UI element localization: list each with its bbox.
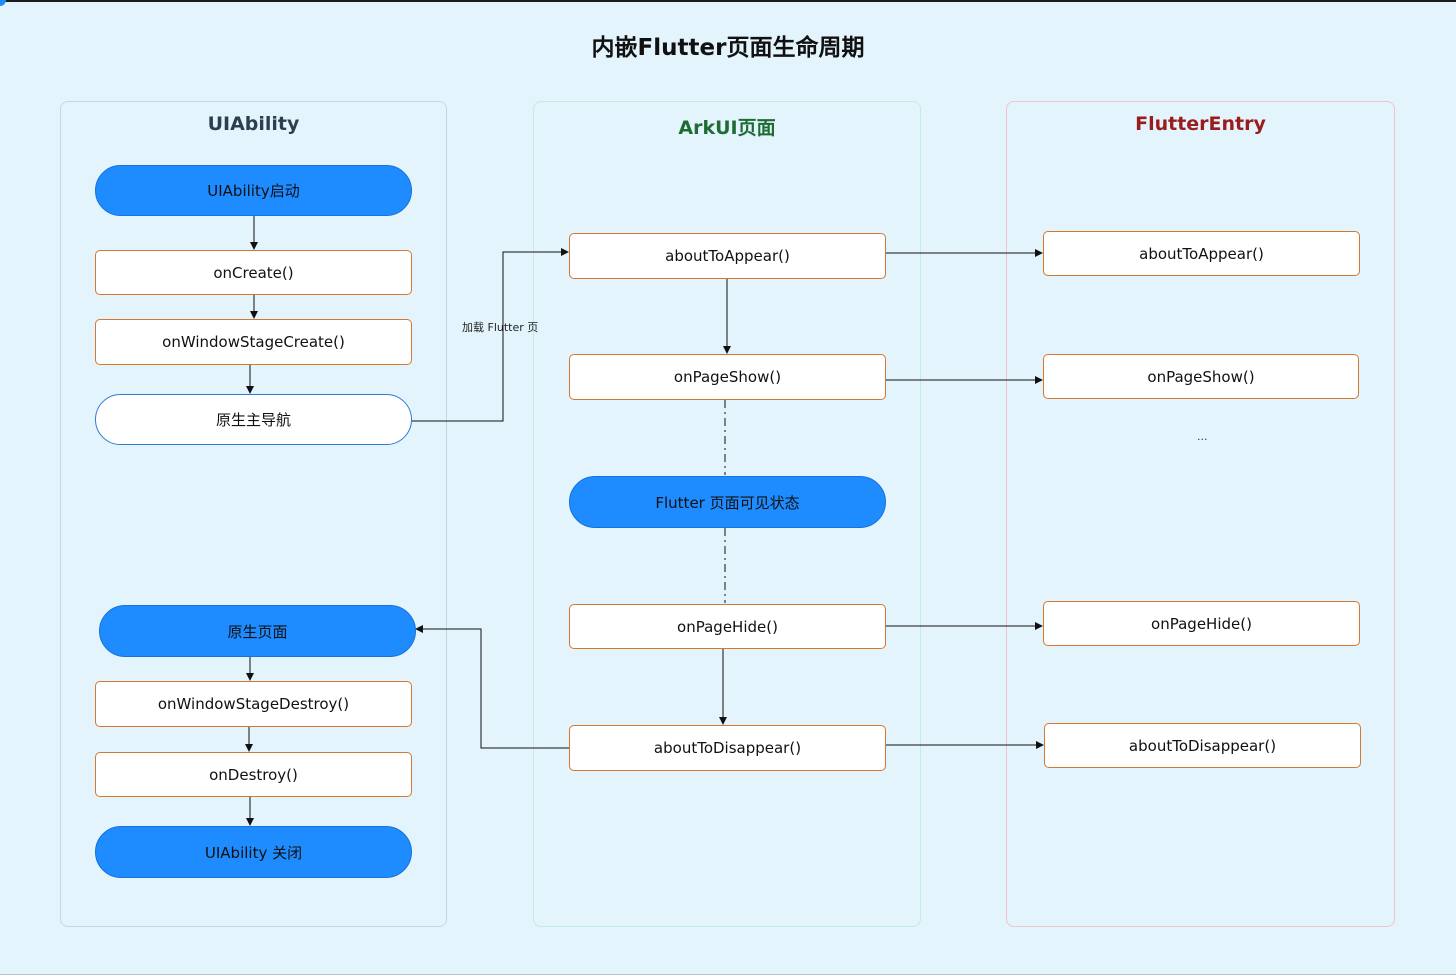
node-onwindowstagecreate: onWindowStageCreate(): [95, 319, 412, 365]
node-arkui-onpageshow: onPageShow(): [569, 354, 886, 400]
node-arkui-onpagehide: onPageHide(): [569, 604, 886, 649]
flutter-ellipsis: ...: [1197, 430, 1208, 443]
node-flutter-abouttoappear: aboutToAppear(): [1043, 231, 1360, 276]
node-native-page: 原生页面: [99, 605, 416, 657]
lane-flutter-entry: [1006, 101, 1395, 927]
node-ondestroy: onDestroy(): [95, 752, 412, 797]
node-arkui-abouttoappear: aboutToAppear(): [569, 233, 886, 279]
top-border: [0, 0, 1456, 2]
lane-arkui: [533, 101, 921, 927]
node-native-navigation: 原生主导航: [95, 394, 412, 445]
node-uiability-start: UIAbility启动: [95, 165, 412, 216]
lane-title-uiability: UIAbility: [207, 113, 300, 135]
node-onwindowstagedestroy: onWindowStageDestroy(): [95, 681, 412, 727]
edge-label-load-flutter: 加载 Flutter 页: [462, 321, 539, 334]
node-uiability-close: UIAbility 关闭: [95, 826, 412, 878]
diagram-title: 内嵌Flutter页面生命周期: [591, 35, 865, 61]
node-flutter-visible-state: Flutter 页面可见状态: [569, 476, 886, 528]
lane-uiability: [60, 101, 447, 927]
corner-marker: [0, 0, 6, 6]
lane-title-arkui: ArkUI页面: [678, 117, 776, 139]
node-flutter-abouttodisappear: aboutToDisappear(): [1044, 723, 1361, 768]
arrow-abouttodisappear-to-nativepage: [415, 625, 569, 749]
node-arkui-abouttodisappear: aboutToDisappear(): [569, 725, 886, 771]
lane-title-flutter-entry: FlutterEntry: [1135, 113, 1266, 135]
node-oncreate: onCreate(): [95, 250, 412, 295]
node-flutter-onpageshow: onPageShow(): [1043, 354, 1359, 399]
arrow-nav-to-arkui-abouttoappear: [412, 248, 569, 422]
node-flutter-onpagehide: onPageHide(): [1043, 601, 1360, 646]
